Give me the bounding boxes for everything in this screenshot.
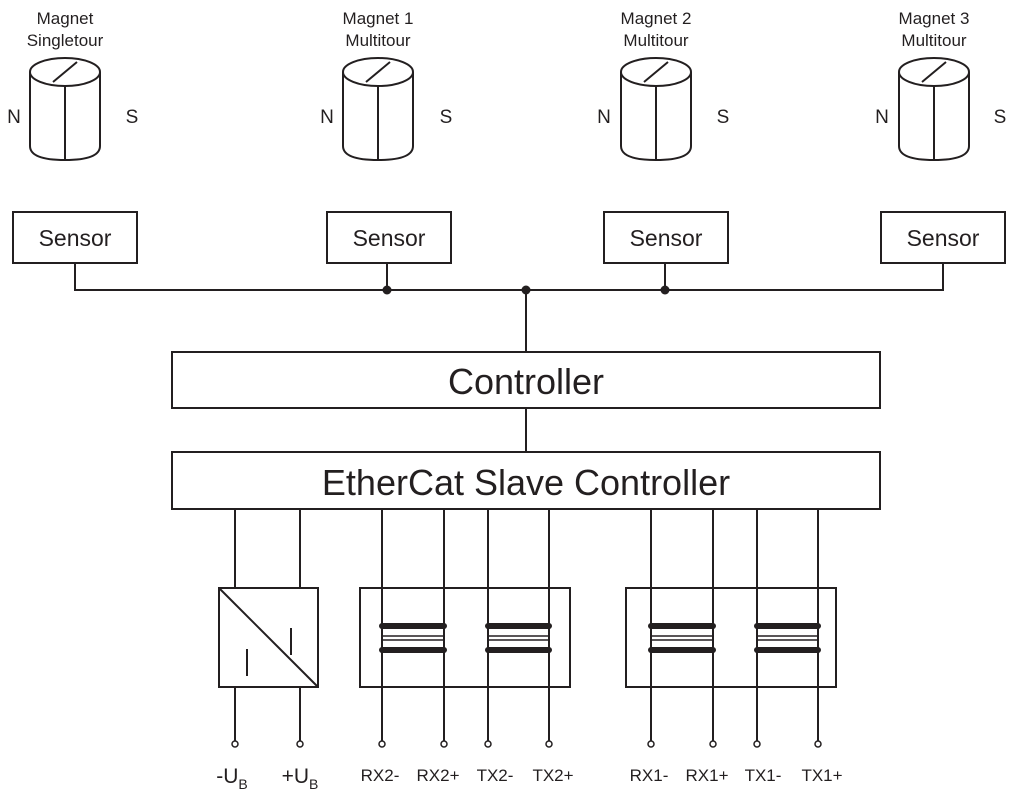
pole-north-3: N (875, 107, 889, 128)
magnet-title-3: Magnet 3 (899, 9, 970, 28)
power-minus-label: -UB (216, 765, 248, 792)
power-plus-label: +UB (282, 765, 319, 792)
sensor-box-2 (326, 211, 452, 264)
magnet-title-1: Magnet 1 (343, 9, 414, 28)
terminal-label-tx1-plus: TX1+ (801, 766, 842, 785)
ethercat-box (171, 451, 881, 510)
magnet-cylinder-singletour (29, 57, 101, 162)
terminal-label-rx2-minus: RX2- (361, 766, 400, 785)
transformer-box-port2 (359, 587, 571, 688)
magnet-subtitle-3: Multitour (901, 31, 967, 50)
magnet-subtitle-1: Multitour (345, 31, 411, 50)
sensor-bus (74, 263, 944, 291)
sensor-label-1: Sensor (39, 225, 112, 251)
junction-dots (382, 285, 670, 295)
pole-north-1: N (320, 107, 334, 128)
terminal-label-rx2-plus: RX2+ (417, 766, 460, 785)
terminal-label-rx1-minus: RX1- (630, 766, 669, 785)
pole-south-3: S (994, 107, 1007, 128)
ethercat-label: EtherCat Slave Controller (322, 462, 730, 503)
transformer-box-port1 (625, 587, 837, 688)
sensor-label-3: Sensor (630, 225, 703, 251)
magnet-subtitle-singletour: Singletour (27, 31, 104, 50)
magnet-cylinder-2 (620, 57, 692, 162)
pole-south-singletour: S (126, 107, 139, 128)
magnet-title-2: Magnet 2 (621, 9, 692, 28)
terminal-label-tx2-plus: TX2+ (532, 766, 573, 785)
terminal-circles (231, 740, 822, 748)
controller-label: Controller (448, 361, 604, 402)
sensor-label-2: Sensor (353, 225, 426, 251)
sensor-label-4: Sensor (907, 225, 980, 251)
pole-south-1: S (440, 107, 453, 128)
magnet-cylinder-3 (898, 57, 970, 162)
transformer-plates (379, 623, 821, 653)
magnet-cylinder-1 (342, 57, 414, 162)
magnet-title-singletour: Magnet (37, 9, 94, 28)
dc-dc-converter (218, 587, 319, 688)
terminal-label-tx1-minus: TX1- (745, 766, 782, 785)
terminal-label-rx1-plus: RX1+ (686, 766, 729, 785)
pole-north-singletour: N (7, 107, 21, 128)
pole-north-2: N (597, 107, 611, 128)
magnet-subtitle-2: Multitour (623, 31, 689, 50)
terminal-label-tx2-minus: TX2- (477, 766, 514, 785)
pole-south-2: S (717, 107, 730, 128)
